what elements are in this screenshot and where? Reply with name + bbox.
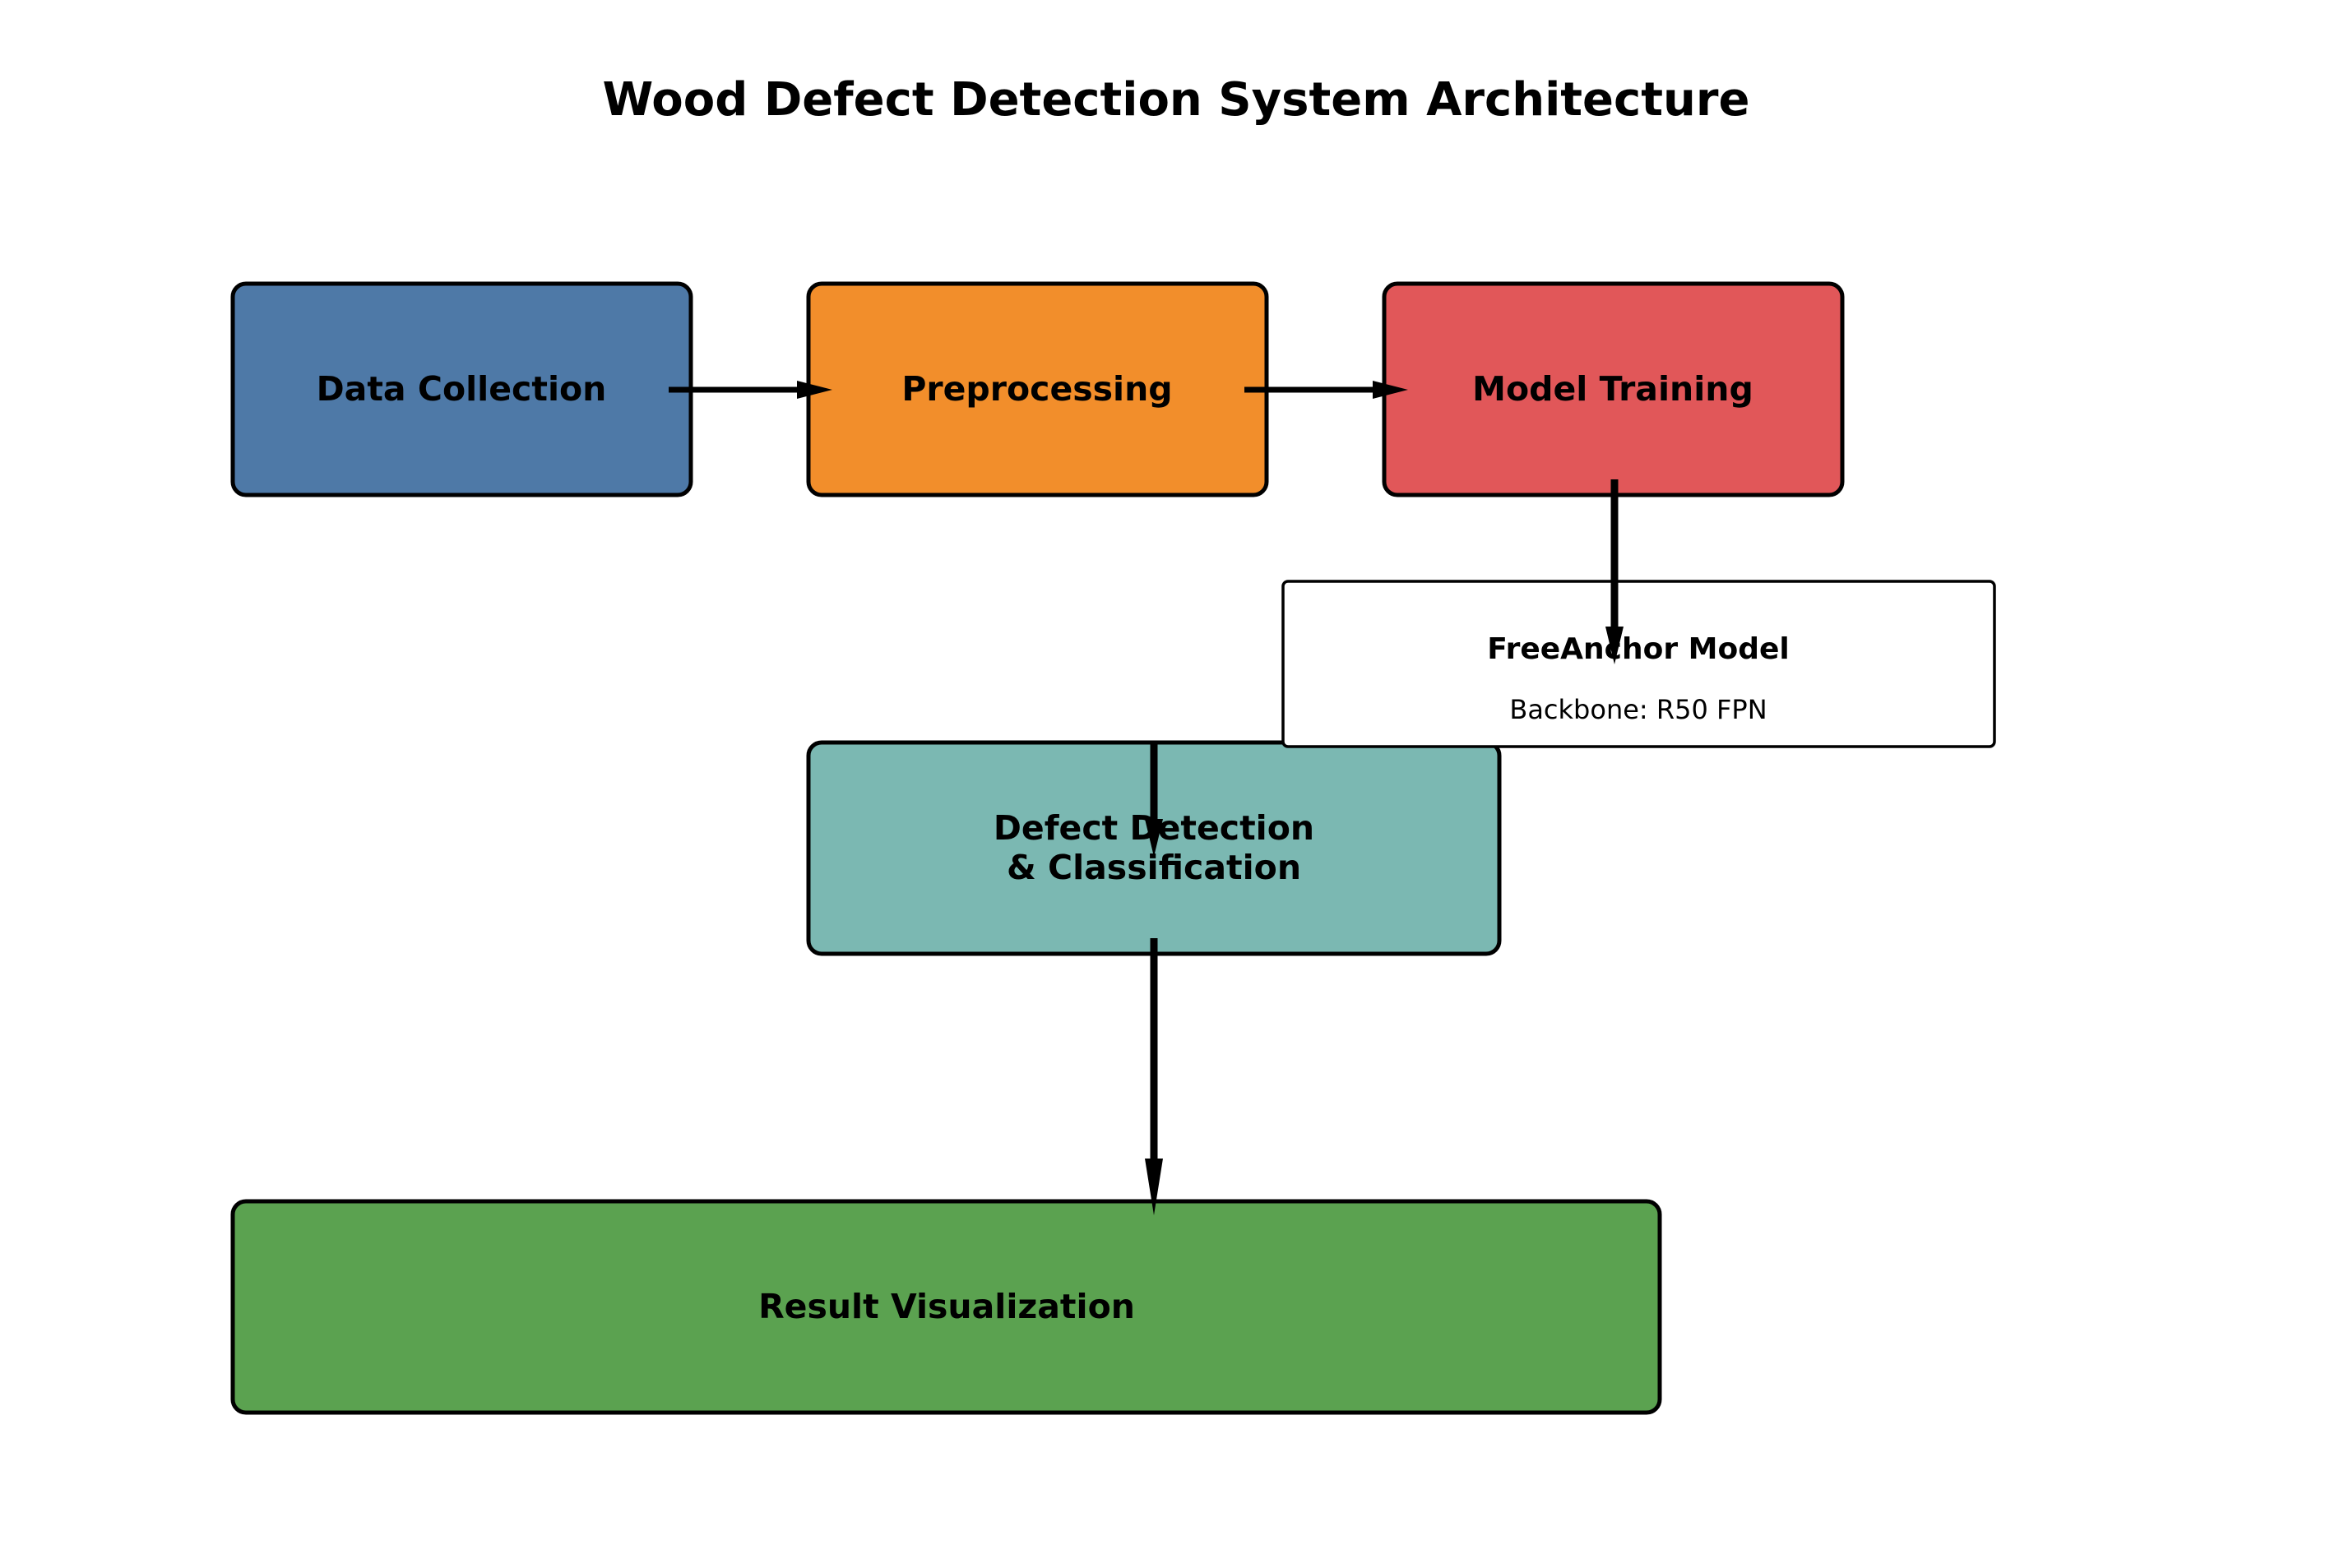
node-preprocessing: Preprocessing — [806, 281, 1269, 497]
arrow-head-icon — [1145, 819, 1163, 857]
node-result-visualization: Result Visualization — [230, 1199, 1662, 1415]
edge-freeanchor-to-defect-detection — [1145, 741, 1163, 857]
node-freeanchor-model-box — [1281, 580, 1996, 748]
node-model-training-label: Model Training — [1472, 369, 1753, 409]
node-freeanchor-model-subtitle: Backbone: R50 FPN — [1509, 694, 1767, 725]
arrow-head-icon — [1145, 1159, 1163, 1215]
node-freeanchor-model-title: FreeAnchor Model — [1487, 632, 1789, 666]
node-model-training: Model Training — [1382, 281, 1845, 497]
edge-data-collection-to-preprocessing — [669, 381, 832, 399]
arrow-head-icon — [1373, 381, 1408, 399]
node-result-visualization-box — [230, 1199, 1662, 1415]
edge-preprocessing-to-model-training — [1244, 381, 1408, 399]
diagram-title: Wood Defect Detection System Architectur… — [603, 73, 1750, 127]
arrow-head-icon — [797, 381, 832, 399]
edge-model-training-to-freeanchor — [1605, 479, 1624, 664]
node-result-visualization-label: Result Visualization — [758, 1287, 1135, 1326]
node-freeanchor-model: FreeAnchor Model Backbone: R50 FPN — [1281, 580, 1996, 748]
node-data-collection: Data Collection — [230, 281, 693, 497]
node-preprocessing-label: Preprocessing — [901, 369, 1172, 409]
edge-defect-detection-to-result-visualization — [1145, 938, 1163, 1215]
node-data-collection-label: Data Collection — [317, 369, 607, 409]
arrow-head-icon — [1605, 627, 1624, 664]
